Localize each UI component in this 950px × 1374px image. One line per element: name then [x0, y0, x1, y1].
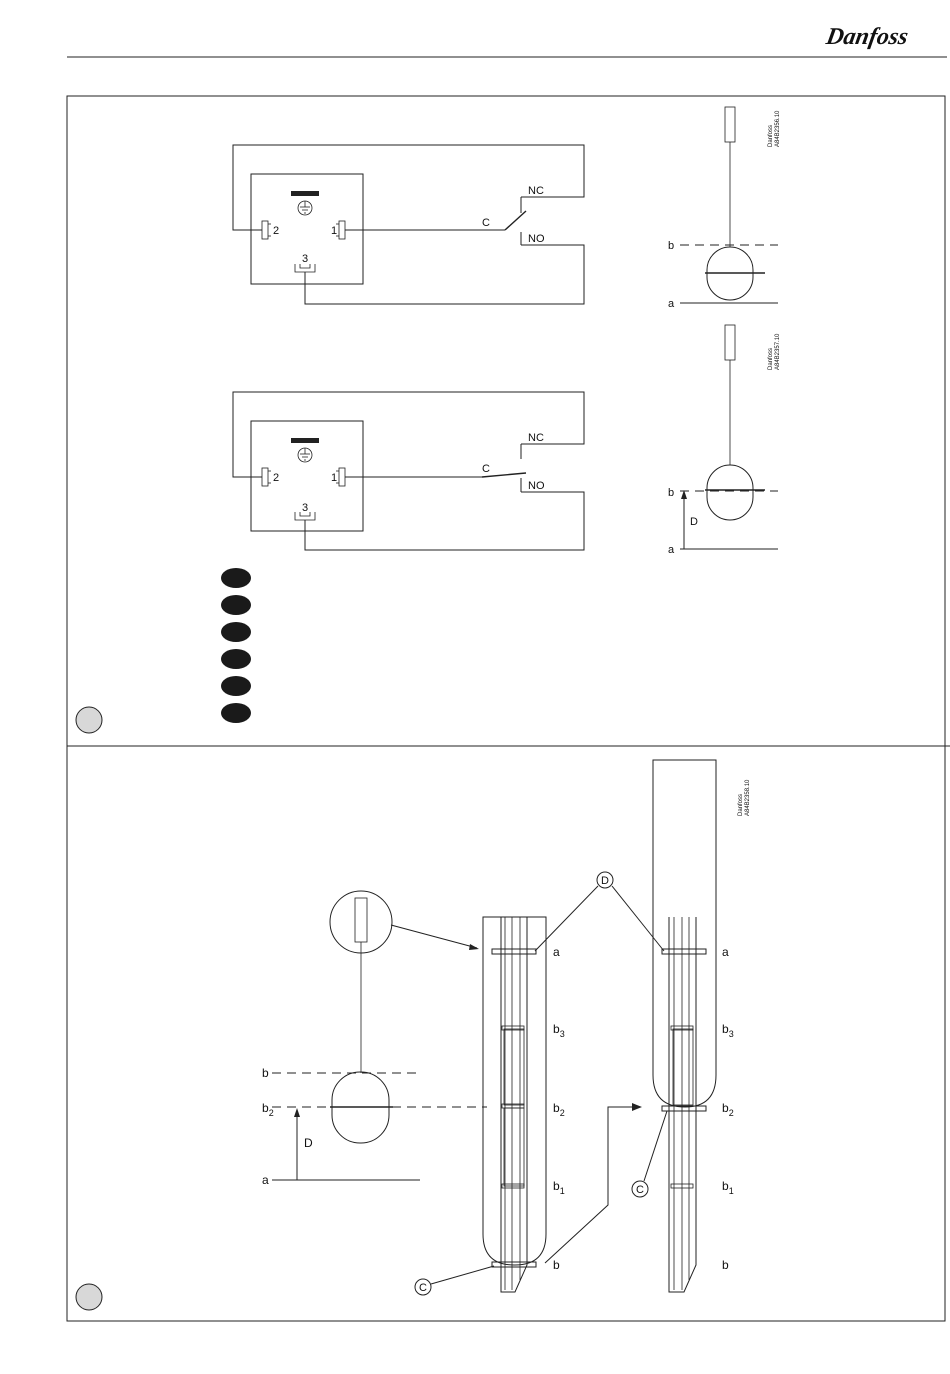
level-a-label: a	[668, 298, 675, 310]
outer-tube	[653, 760, 716, 1107]
switch-nc-label: NC	[528, 185, 544, 197]
language-badge	[221, 595, 251, 615]
terminal-2-label: 2	[273, 472, 279, 484]
figure1-frame	[67, 96, 945, 746]
level-b2-label: b2	[553, 1101, 565, 1118]
figure-number-badge	[76, 1284, 102, 1310]
sensor-head	[355, 898, 367, 942]
terminal-1-label: 1	[331, 225, 337, 237]
callout-c-label: C	[636, 1184, 644, 1196]
language-badge	[221, 703, 251, 723]
wiring-diagram-a: 2 1 3 NC C NO	[233, 145, 584, 304]
terminal-1-icon	[336, 468, 345, 486]
level-b2-label: b2	[262, 1101, 274, 1118]
brand-logo-text: Danfoss	[823, 23, 910, 50]
earth-bar	[291, 191, 319, 196]
float-body	[707, 465, 753, 520]
level-b-label: b	[722, 1258, 729, 1272]
drawing-code-line1: Danfoss	[768, 348, 774, 370]
earth-bar	[291, 438, 319, 443]
language-badge	[221, 649, 251, 669]
terminal-2-icon	[262, 221, 271, 239]
float-detail: b b2 D a	[262, 891, 487, 1187]
level-a-label: a	[668, 544, 675, 556]
level-b-label: b	[668, 240, 674, 252]
wire-terminal-3	[305, 492, 584, 550]
sensor-head	[725, 325, 735, 360]
terminal-2-label: 2	[273, 225, 279, 237]
drawing-code-line2: A84B2357.10	[775, 333, 781, 370]
level-b-label: b	[553, 1258, 560, 1272]
level-a-label: a	[553, 945, 560, 959]
float-segment	[504, 1108, 524, 1186]
leader-line	[612, 886, 664, 951]
terminal-3-label: 3	[302, 502, 308, 514]
terminal-1-label: 1	[331, 472, 337, 484]
arrow-head	[469, 944, 479, 950]
language-badge	[221, 622, 251, 642]
sensor-head	[725, 107, 735, 142]
switch-no-label: NO	[528, 480, 545, 492]
level-b-label: b	[262, 1066, 269, 1080]
float-segment	[673, 1029, 693, 1105]
level-b1-label: b1	[553, 1179, 565, 1196]
wire-terminal-3	[305, 245, 584, 304]
ground-icon	[298, 448, 312, 462]
language-badges	[221, 568, 251, 723]
level-b3-label: b3	[553, 1022, 565, 1039]
float-segment	[504, 1029, 524, 1105]
float-switch-b: b D a Danfoss A84B2357.10	[668, 325, 781, 556]
switch-common-label: C	[482, 217, 490, 229]
level-b2-label: b2	[722, 1101, 734, 1118]
figure2-frame	[67, 746, 945, 1321]
distance-label: D	[304, 1136, 313, 1150]
switch-common-label: C	[482, 463, 490, 475]
callout-c-label: C	[419, 1282, 427, 1294]
level-b-label: b	[668, 487, 674, 499]
drawing-code-line1: Danfoss	[768, 125, 774, 147]
switch-nc-label: NC	[528, 432, 544, 444]
level-a-label: a	[722, 945, 729, 959]
wiring-diagram-b: 2 1 3 NC C NO	[233, 392, 584, 550]
language-badge	[221, 568, 251, 588]
distance-label: D	[690, 516, 698, 528]
arrow-head	[294, 1108, 300, 1117]
language-badge	[221, 676, 251, 696]
level-b3-label: b3	[722, 1022, 734, 1039]
switch-nc-contact	[521, 444, 565, 459]
callout-d-label: D	[601, 875, 609, 887]
pipe-1: a b3 b2 b1 b C	[415, 917, 565, 1295]
pipe-2: a b3 b2 b1 b C Danfoss A84B2358.10	[632, 760, 751, 1292]
switch-no-label: NO	[528, 233, 545, 245]
leader-line	[535, 886, 598, 951]
terminal-3-icon	[295, 264, 315, 272]
level-a-label: a	[262, 1173, 269, 1187]
level-b1-label: b1	[722, 1179, 734, 1196]
drawing-code-line2: A84B2356.10	[775, 110, 781, 147]
pipe-outline	[483, 917, 546, 1265]
header: Danfoss	[67, 23, 947, 57]
clamp	[492, 949, 536, 954]
figure-number-badge	[76, 707, 102, 733]
terminal-1-icon	[336, 221, 345, 239]
float-switch-a: b a Danfoss A84B2356.10	[668, 107, 781, 310]
connectors: D	[535, 872, 664, 1263]
arrow-head	[632, 1103, 642, 1111]
drawing-code-line2: A84B2358.10	[745, 779, 751, 816]
terminal-3-label: 3	[302, 253, 308, 265]
leader-line	[644, 1111, 667, 1181]
switch-arm	[505, 211, 526, 230]
ground-icon	[298, 201, 312, 215]
leader-line	[431, 1266, 494, 1284]
switch-nc-contact	[521, 197, 565, 213]
terminal-2-icon	[262, 468, 271, 486]
danfoss-logo: Danfoss	[823, 23, 910, 50]
leader-line	[391, 925, 477, 948]
drawing-code-line1: Danfoss	[738, 794, 744, 816]
